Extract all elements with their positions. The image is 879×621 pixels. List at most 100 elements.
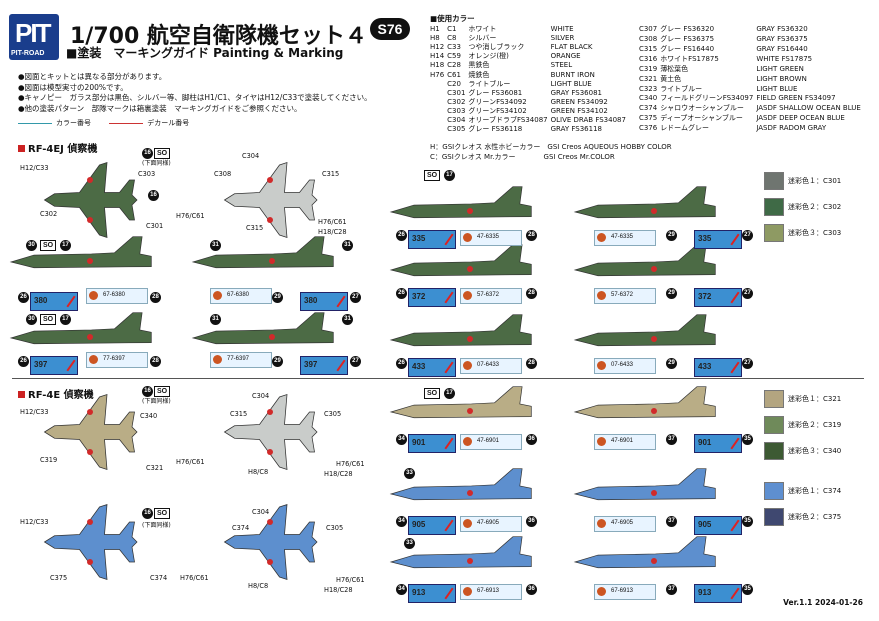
camo-swatch-label: 迷彩色３：C340 (788, 447, 842, 455)
color-cell: LIGHT GREEN (756, 64, 804, 73)
color-cell: FIELD GREEN FS34097 (756, 94, 836, 103)
color-cell: フィールドグリーンFS34097 (660, 94, 754, 103)
unit-emblem-icon (89, 355, 98, 364)
so-marking: SO (40, 314, 57, 325)
color-callout: C375 (50, 574, 68, 582)
color-cell: GREEN FS34102 (550, 106, 608, 115)
section-title: RF-4EJ 偵察機 (28, 144, 98, 155)
tail-code-decal: 397 (300, 356, 348, 375)
color-cell: C304 (447, 116, 466, 125)
decal-number: 26 (396, 288, 407, 299)
tail-code-decal: 397 (30, 356, 78, 375)
tail-stripe (730, 361, 740, 374)
decal-number: 26 (396, 358, 407, 369)
color-cell: ライトブルー (660, 84, 703, 93)
roundel-marking (87, 177, 93, 183)
color-cell: LIGHT BLUE (756, 84, 798, 93)
roundel-marking (651, 558, 657, 564)
page-title: 1/700 航空自衛隊機セット４ (70, 24, 367, 49)
tail-code-decal: 901 (408, 434, 456, 453)
roundel-marking (467, 408, 473, 414)
decal-number: 34 (396, 434, 407, 445)
color-cell: C316 (638, 54, 658, 63)
tail-code-text: 380 (304, 296, 318, 305)
decal-number: 29 (666, 358, 677, 369)
decal-number: 27 (742, 230, 753, 241)
color-cell: グリーンFS34102 (468, 106, 527, 115)
serial-decal: 47-6901 (594, 434, 656, 450)
camo-swatch (764, 508, 784, 526)
serial-text: 77-6397 (227, 356, 250, 362)
color-callout: H76/C61 (176, 212, 205, 220)
roundel-marking (269, 334, 275, 340)
roundel-marking (87, 559, 93, 565)
color-cell: ディープオーシャンブルー (660, 114, 743, 123)
tail-code-decal: 913 (694, 584, 742, 603)
tail-stripe (730, 587, 740, 600)
color-callout: H18/C28 (324, 586, 353, 594)
color-cell: STEEL (550, 61, 573, 70)
decal-number: 35 (742, 516, 753, 527)
color-callout: C304 (252, 392, 270, 400)
decal-number: 28 (526, 288, 537, 299)
decal-number: 27 (350, 356, 361, 367)
serial-text: 07-6433 (611, 362, 634, 368)
unit-emblem-icon (89, 291, 98, 300)
color-callout: C302 (40, 210, 58, 218)
section-marker (18, 145, 25, 152)
decal-number: 26 (18, 292, 29, 303)
color-cell: GREEN FS34092 (550, 97, 608, 106)
serial-decal: 57-6372 (460, 288, 522, 304)
decal-number: 35 (742, 584, 753, 595)
serial-text: 47-6335 (477, 234, 500, 240)
serial-decal: 67-6913 (460, 584, 522, 600)
color-cell: C59 (447, 52, 461, 61)
decal-number: 16 (142, 386, 153, 397)
color-cell: GRAY FS36118 (550, 125, 602, 134)
serial-text: 67-6913 (611, 588, 634, 594)
serial-decal: 47-6905 (594, 516, 656, 532)
tail-code-decal: 372 (408, 288, 456, 307)
camo-swatch (764, 198, 784, 216)
tail-code-decal: 905 (694, 516, 742, 535)
color-cell: C305 (447, 125, 466, 134)
decal-number: 16 (142, 148, 153, 159)
tail-stripe (730, 291, 740, 304)
tail-code-text: 913 (698, 588, 712, 597)
serial-decal: 67-6380 (210, 288, 272, 304)
color-cell: ORANGE (550, 52, 581, 61)
note-line: ●他の塗装パターン 部隊マークは箱裏塗装 マーキングガイドをご参照ください。 (18, 103, 302, 113)
tail-stripe (730, 519, 740, 532)
tail-code-decal: 901 (694, 434, 742, 453)
serial-decal: 47-6335 (460, 230, 522, 246)
roundel-marking (267, 177, 273, 183)
unit-emblem-icon (463, 437, 472, 446)
rf4e-blue-bottom-view (223, 503, 318, 581)
serial-decal: 77-6397 (210, 352, 272, 368)
unit-emblem-icon (213, 291, 222, 300)
tail-code-text: 901 (698, 438, 712, 447)
color-callout: C374 (232, 524, 250, 532)
same-as-underside-note: (下面同様) (142, 398, 171, 405)
rf4ej-top-view (43, 161, 138, 239)
tail-stripe (444, 437, 454, 450)
color-cell: WHITE FS17875 (756, 54, 813, 63)
roundel-marking (87, 258, 93, 264)
serial-decal: 07-6433 (460, 358, 522, 374)
rf4e-blue-top-view (43, 503, 138, 581)
decal-number: 26 (18, 356, 29, 367)
roundel-marking (651, 408, 657, 414)
roundel-marking (87, 217, 93, 223)
color-cell: オレンジ(橙) (468, 52, 509, 61)
so-marking: SO (424, 170, 441, 181)
color-cell: つや消しブラック (468, 43, 525, 52)
roundel-marking (267, 559, 273, 565)
serial-text: 07-6433 (477, 362, 500, 368)
roundel-marking (87, 449, 93, 455)
color-callout: H18/C28 (318, 228, 347, 236)
